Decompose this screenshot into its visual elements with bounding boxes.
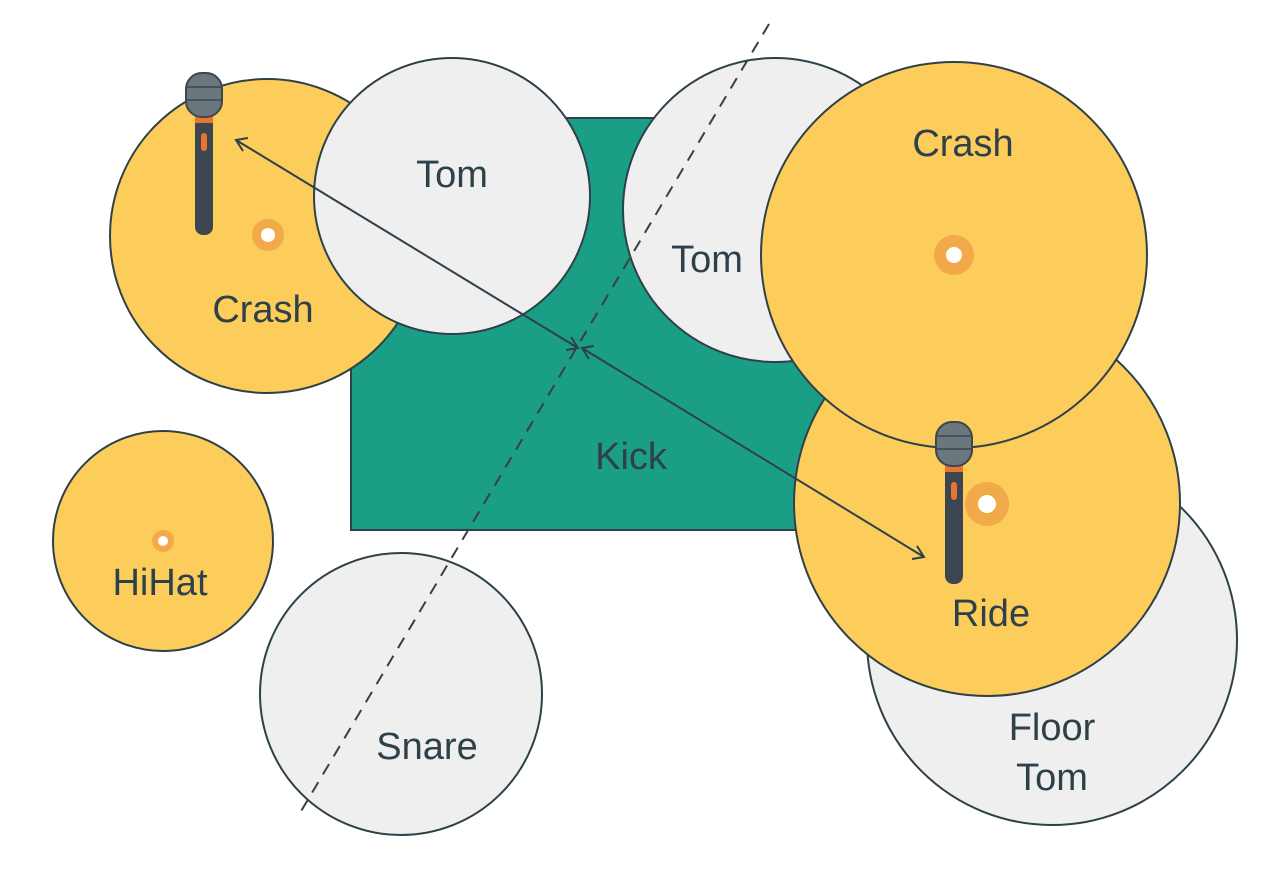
microphone-icon <box>935 421 973 584</box>
crash-right-bell <box>934 235 974 275</box>
crash-left-bell <box>252 219 284 251</box>
center-line <box>296 23 770 819</box>
hihat-label: HiHat <box>112 562 207 604</box>
tom-right-label: Tom <box>671 239 743 281</box>
distance-arrow-left <box>234 137 580 351</box>
tom-left <box>313 57 591 335</box>
kick-label: Kick <box>595 436 668 478</box>
hihat-bell <box>152 530 174 552</box>
ride-bell <box>965 482 1009 526</box>
microphone-icon <box>185 72 223 235</box>
floor-tom-label-line1: Floor <box>1009 707 1096 749</box>
tom-left-label: Tom <box>416 154 488 196</box>
floor-tom-label-line2: Tom <box>1016 757 1088 799</box>
snare-drum <box>259 552 543 836</box>
crash-left-label: Crash <box>212 289 313 331</box>
distance-arrow-right <box>580 345 926 560</box>
ride-label: Ride <box>952 593 1030 635</box>
crash-right-label: Crash <box>912 123 1013 165</box>
snare-label: Snare <box>376 726 477 768</box>
